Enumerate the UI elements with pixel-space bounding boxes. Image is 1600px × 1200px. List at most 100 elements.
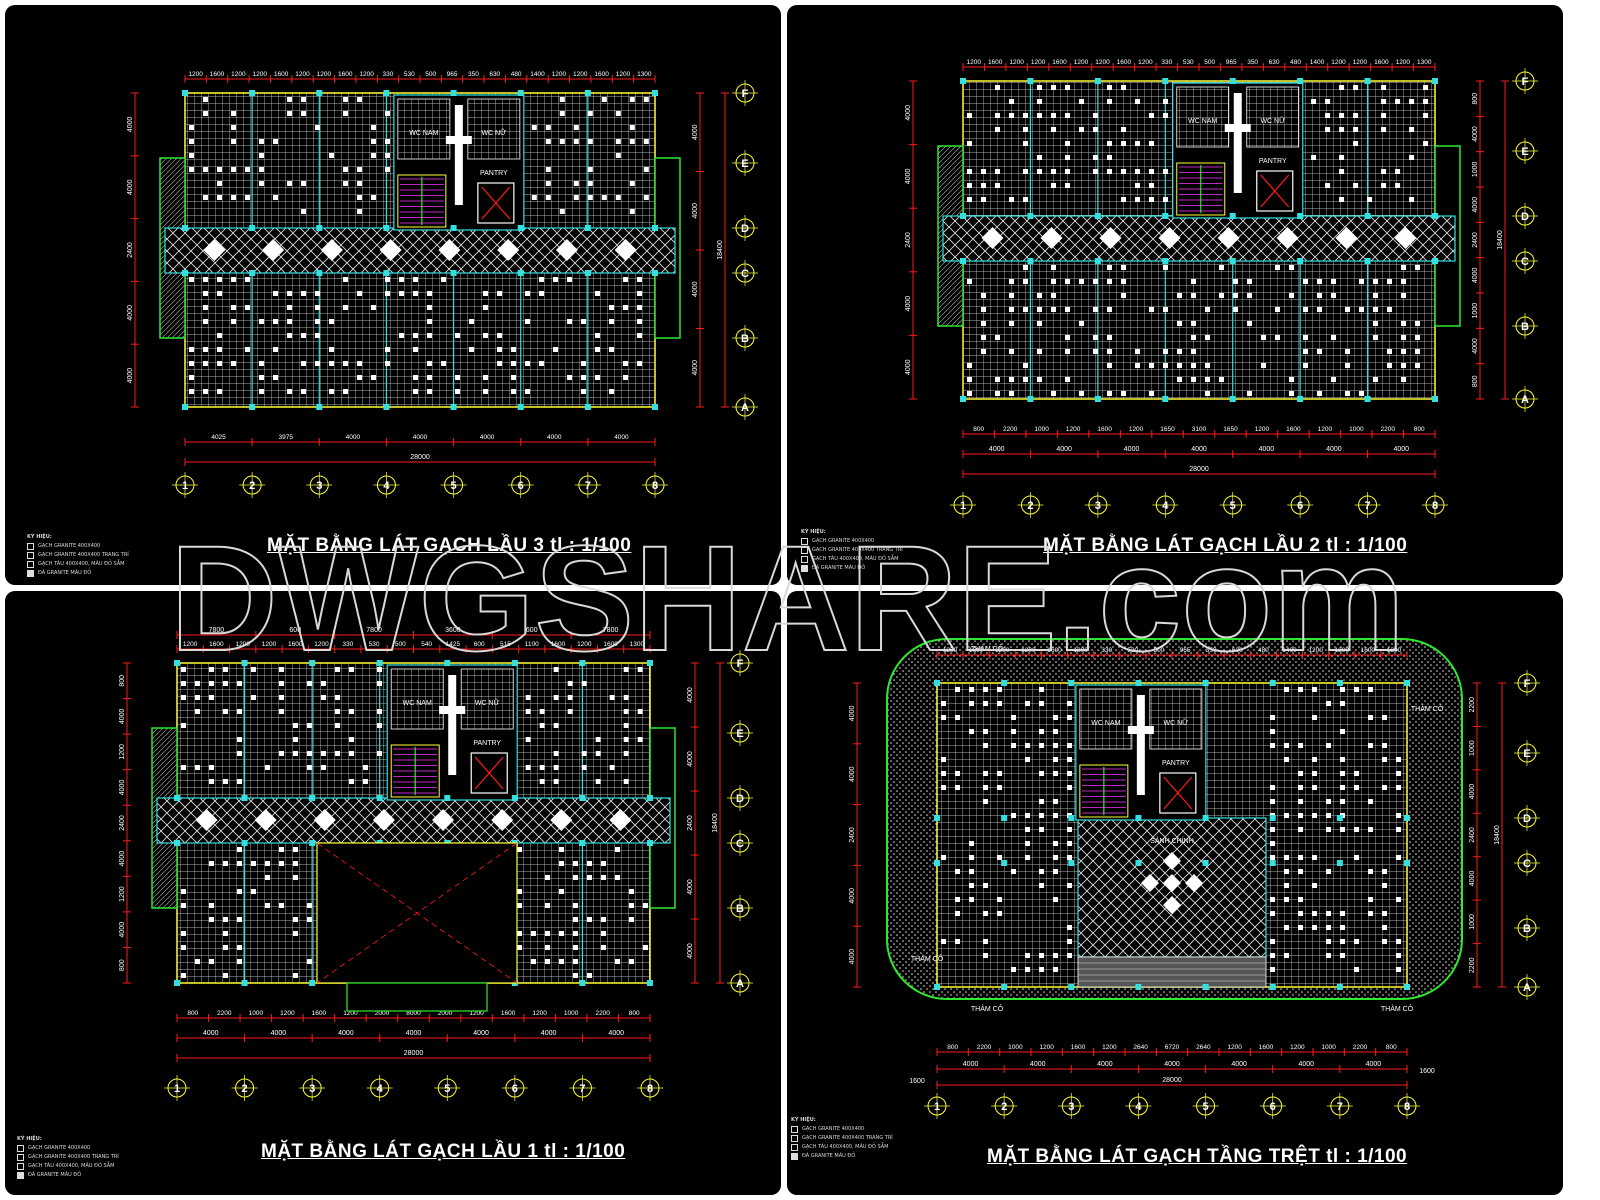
dim-label: 4000 xyxy=(692,124,699,140)
floor-tile-accent xyxy=(997,855,1002,860)
axis-label: F xyxy=(1522,76,1529,88)
dim-label: 1600 xyxy=(603,641,618,648)
floor-tile-accent xyxy=(1053,967,1058,972)
floor-tile-accent xyxy=(1331,377,1336,382)
floor-tile-accent xyxy=(637,291,642,296)
dim-label: 800 xyxy=(947,1044,958,1051)
dim-label: 1200 xyxy=(295,71,310,78)
floor-tile-accent xyxy=(335,751,340,756)
floor-tile-accent xyxy=(1023,113,1028,118)
dim-label: 1600 xyxy=(1047,647,1062,654)
lawn-label: THẢM CỎ xyxy=(1411,704,1444,713)
column xyxy=(1297,213,1304,219)
dim-label: 2400 xyxy=(687,815,694,831)
dim-label: 330 xyxy=(383,71,394,78)
floor-tile-accent xyxy=(545,959,550,964)
floor-tile-accent xyxy=(1387,279,1392,284)
floor-tile-accent xyxy=(1053,869,1058,874)
floor-tile-accent xyxy=(969,855,974,860)
dim-label: 965 xyxy=(447,71,458,78)
column xyxy=(376,660,383,666)
floor-tile-accent xyxy=(1025,841,1030,846)
floor-tile-accent xyxy=(287,319,292,324)
dim-label: 4000 xyxy=(1472,197,1479,213)
floor-tile-accent xyxy=(1401,293,1406,298)
floor-tile-accent xyxy=(209,903,214,908)
floor-tile-accent xyxy=(335,709,340,714)
floor-tile-accent xyxy=(941,715,946,720)
column xyxy=(652,225,658,231)
column xyxy=(1269,860,1276,866)
floor-tile-accent xyxy=(969,687,974,692)
column xyxy=(1432,78,1438,84)
dim-label: 2200 xyxy=(1381,426,1396,433)
axis-label: A xyxy=(741,402,749,414)
corridor xyxy=(164,227,676,274)
dim-label: 1600 xyxy=(1071,1044,1086,1051)
floor-tile-accent xyxy=(307,959,312,964)
floor-tile-accent xyxy=(587,875,592,880)
dim-label: 2200 xyxy=(977,1044,992,1051)
floor-tile-accent xyxy=(329,319,334,324)
dim-label: 1200 xyxy=(577,641,592,648)
legend-item: GẠCH TÀU 400X400, MÀU ĐỎ SẪM xyxy=(791,1143,893,1152)
floor-tile-accent xyxy=(307,723,312,728)
floor-tile-accent xyxy=(1340,785,1345,790)
floor-tile-accent xyxy=(1037,307,1042,312)
column xyxy=(1297,258,1304,264)
floor-tile-accent xyxy=(595,333,600,338)
floor-tile-accent xyxy=(231,125,236,130)
floor-tile-accent xyxy=(195,709,200,714)
dim-label: 4000 xyxy=(203,1030,219,1037)
floor-tile-accent xyxy=(1065,349,1070,354)
floor-tile-accent xyxy=(983,785,988,790)
floor-tile-accent xyxy=(969,729,974,734)
axis-label: 6 xyxy=(1297,500,1303,512)
floor-tile-accent xyxy=(301,291,306,296)
floor-tile-accent xyxy=(1270,911,1275,916)
floor-tile-accent xyxy=(377,681,382,686)
column xyxy=(1068,860,1075,866)
dim-label: 800 xyxy=(119,959,126,971)
floor-tile-accent xyxy=(1340,799,1345,804)
dim-label: 4000 xyxy=(905,359,912,375)
dim-label: 4000 xyxy=(1030,1061,1046,1068)
floor-tile-accent xyxy=(1423,99,1429,104)
legend-item: ĐÁ GRANITE MÀU ĐỎ xyxy=(17,1171,119,1180)
column xyxy=(960,213,966,219)
floor-tile-accent xyxy=(1298,855,1303,860)
floor-tile-accent xyxy=(941,701,946,706)
floor-tile-accent xyxy=(203,167,208,172)
column xyxy=(316,404,323,410)
floor-tile-accent xyxy=(1317,349,1322,354)
floor-tile-accent xyxy=(237,847,242,852)
floor-tile-accent xyxy=(1409,197,1415,202)
floor-tile-accent xyxy=(1149,183,1154,188)
floor-tile-accent xyxy=(1067,785,1072,790)
legend-item: GẠCH GRANITE 400X400 xyxy=(27,542,129,551)
dim-label: 4000 xyxy=(1124,446,1140,453)
floor-tile-accent xyxy=(1009,99,1014,104)
floor-tile-accent xyxy=(287,333,292,338)
floor-tile-accent xyxy=(377,709,382,714)
floor-tile-accent xyxy=(1121,127,1126,132)
dim-label: 1200 xyxy=(119,744,126,760)
column xyxy=(1027,258,1034,264)
floor-tile-accent xyxy=(1340,771,1345,776)
floor-tile-accent xyxy=(1382,715,1387,720)
axis-label: 5 xyxy=(444,1083,450,1095)
floor-tile-accent xyxy=(1037,377,1042,382)
floor-tile-accent xyxy=(1163,265,1168,270)
floor-tile-accent xyxy=(1317,293,1322,298)
floor-tile-accent xyxy=(287,291,292,296)
dim-label: 1200 xyxy=(231,71,246,78)
column xyxy=(1027,213,1034,219)
floor-tile-accent xyxy=(1396,827,1401,832)
legend-item: GẠCH GRANITE 400X400 xyxy=(791,1125,893,1134)
floor-tile-accent xyxy=(1284,687,1289,692)
floor-tile-accent xyxy=(1051,127,1056,132)
dim-label: 1600 xyxy=(1259,1044,1274,1051)
floor-tile-accent xyxy=(1423,113,1429,118)
floor-tile-accent xyxy=(357,181,362,186)
floor-tile-accent xyxy=(1382,757,1387,762)
